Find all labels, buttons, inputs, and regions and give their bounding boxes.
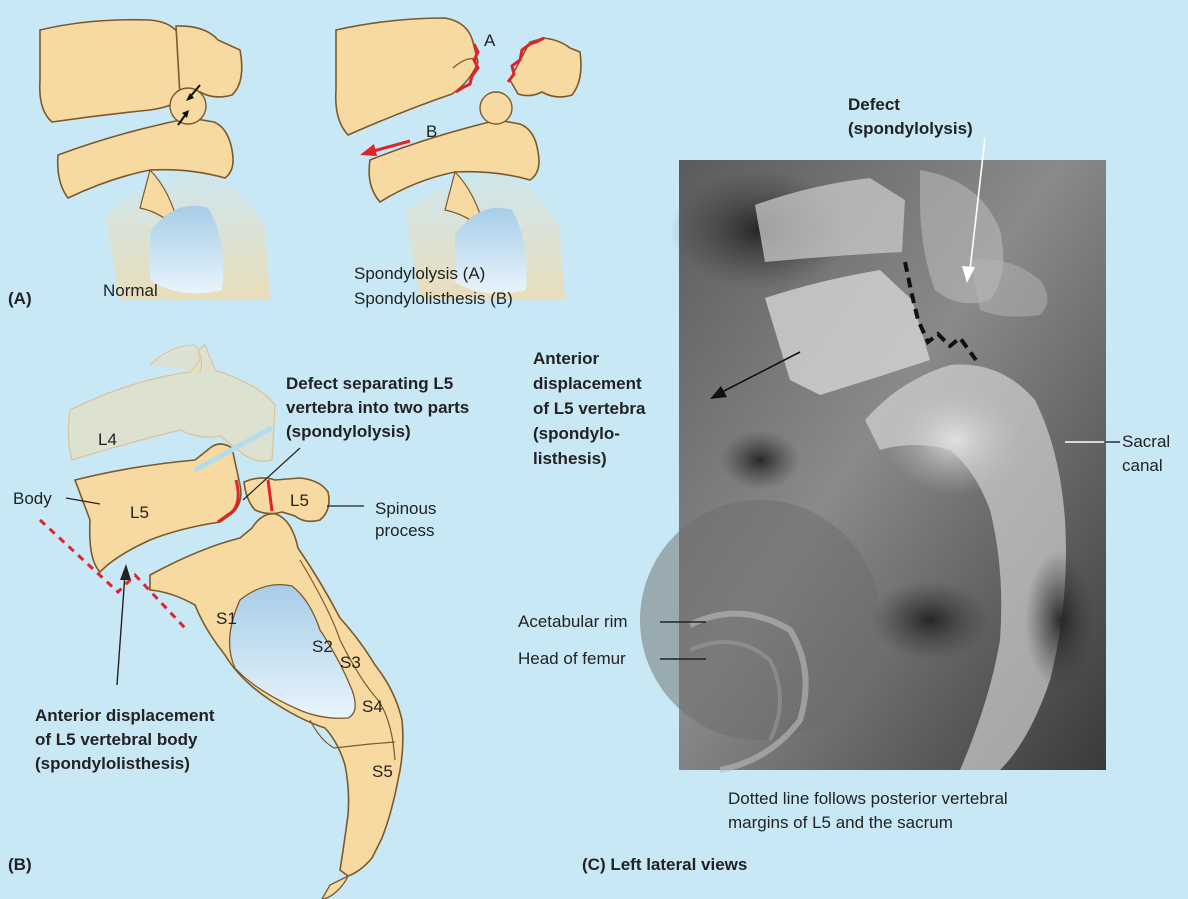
s4-label: S4	[362, 696, 383, 717]
l5-posterior-element	[244, 478, 329, 521]
anterior-displacement-c-line3: of L5 vertebra	[533, 398, 645, 419]
panel-c-tag: (C) Left lateral views	[582, 854, 747, 875]
normal-pars-joint	[170, 88, 206, 124]
s2-label: S2	[312, 636, 333, 657]
defect-c-line2: (spondylolysis)	[848, 118, 973, 139]
spondylolisthesis-caption: Spondylolisthesis (B)	[354, 288, 513, 309]
panel-b-tag: (B)	[8, 854, 32, 875]
anterior-displacement-b-line3: (spondylolisthesis)	[35, 753, 190, 774]
separated-posterior-element	[510, 38, 581, 97]
anterior-displacement-c-line2: displacement	[533, 373, 642, 394]
marker-b: B	[426, 121, 437, 142]
s3-label: S3	[340, 652, 361, 673]
xray-caption-line2: margins of L5 and the sacrum	[728, 812, 953, 833]
displaced-upper-vertebra	[336, 18, 478, 135]
acetabular-rim-label: Acetabular rim	[518, 611, 628, 632]
defect-separating-line2: vertebra into two parts	[286, 397, 469, 418]
spinous-label-line1: Spinous	[375, 498, 436, 519]
spondylolysis-caption: Spondylolysis (A)	[354, 263, 485, 284]
normal-upper-vertebra	[40, 20, 184, 122]
xray-caption-line1: Dotted line follows posterior vertebral	[728, 788, 1008, 809]
marker-a: A	[484, 30, 495, 51]
anterior-displacement-c-line5: listhesis)	[533, 448, 607, 469]
normal-spine-illustration	[40, 20, 270, 300]
sacral-canal-line2: canal	[1122, 455, 1163, 476]
l5-spinous-label: L5	[290, 490, 309, 511]
spondylolysis-illustration	[336, 18, 581, 300]
defect-c-line1: Defect	[848, 94, 900, 115]
panel-a-tag: (A)	[8, 288, 32, 309]
l5-body-label: L5	[130, 502, 149, 523]
anterior-displacement-b-line1: Anterior displacement	[35, 705, 215, 726]
xray-image	[640, 160, 1106, 770]
s1-label: S1	[216, 608, 237, 629]
anterior-displacement-c-line4: (spondylo-	[533, 423, 620, 444]
s5-label: S5	[372, 761, 393, 782]
normal-caption: Normal	[103, 280, 158, 301]
defect-separating-line3: (spondylolysis)	[286, 421, 411, 442]
anterior-displacement-c-line1: Anterior	[533, 348, 599, 369]
head-of-femur-label: Head of femur	[518, 648, 626, 669]
defect-separating-line1: Defect separating L5	[286, 373, 453, 394]
spinous-label-line2: process	[375, 520, 435, 541]
sacral-canal-line1: Sacral	[1122, 431, 1170, 452]
anterior-displacement-b-line2: of L5 vertebral body	[35, 729, 197, 750]
l4-label: L4	[98, 429, 117, 450]
body-label: Body	[13, 488, 52, 509]
